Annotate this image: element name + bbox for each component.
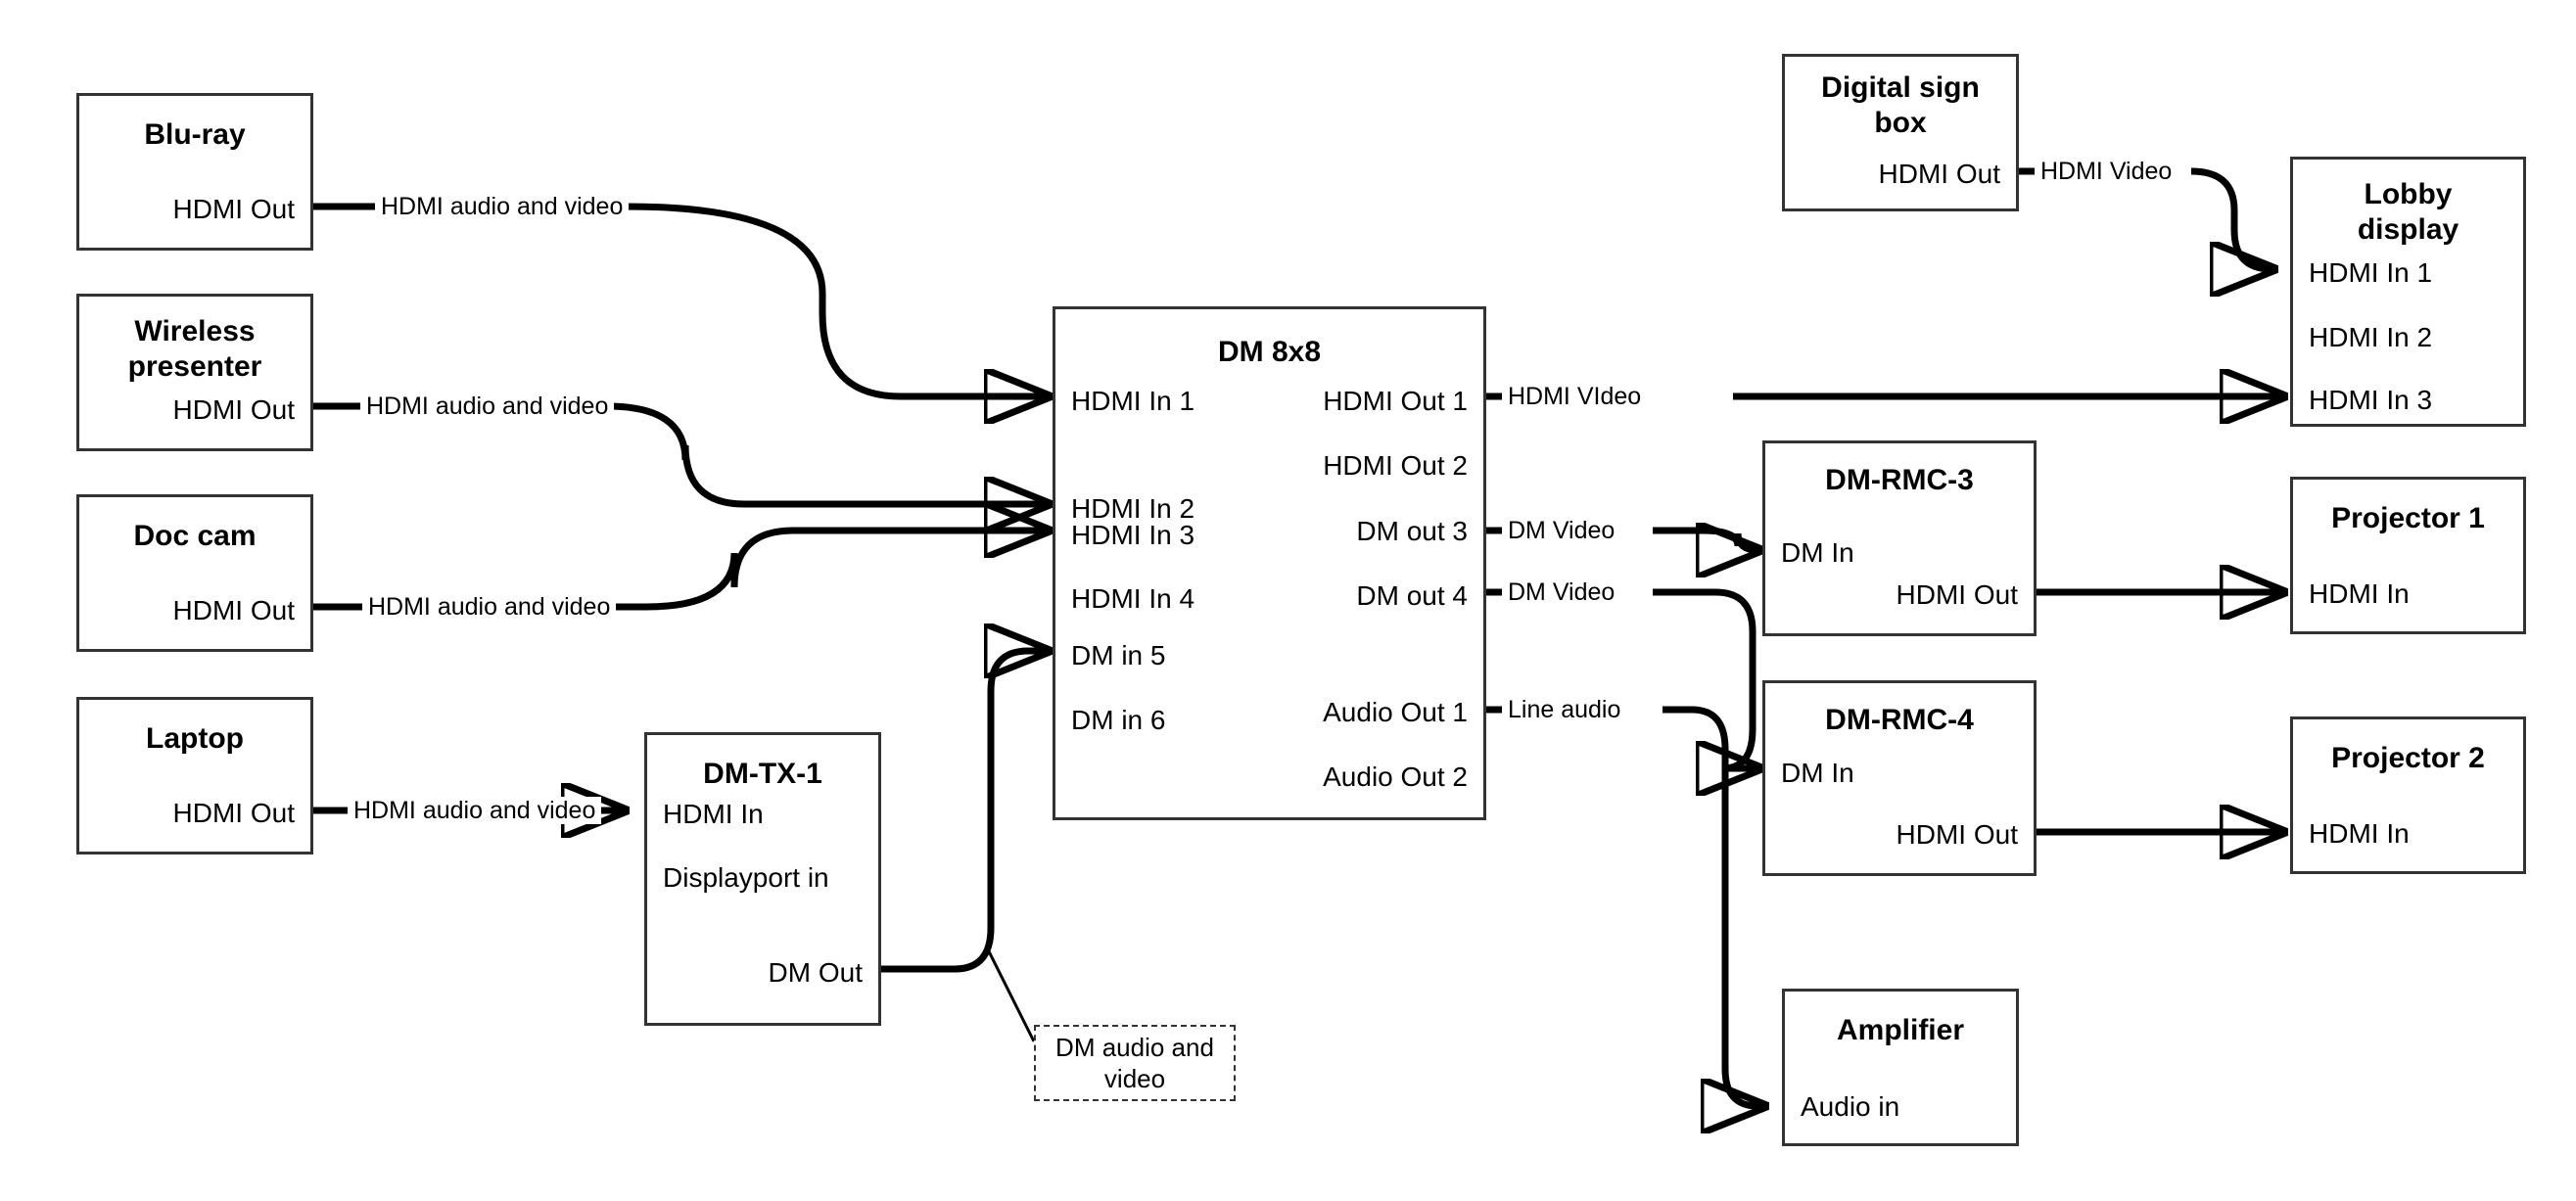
node-bluray-port-hdmi-out: HDMI Out [172,194,295,224]
node-wireless-presenter-title-line2: presenter [127,350,262,383]
node-dm-8x8-port-hdmi-in-4: HDMI In 4 [1071,583,1195,614]
node-projector-1[interactable]: Projector 1 HDMI In [2290,477,2526,634]
node-dm-tx-1-port-dm-out: DM Out [768,957,863,988]
node-amplifier-port-audio-in: Audio in [1801,1091,1900,1122]
node-dm-8x8-title: DM 8x8 [1217,336,1322,368]
node-laptop-port-hdmi-out: HDMI Out [172,798,295,828]
node-dm-rmc-3-port-dm-in: DM In [1781,537,1854,568]
node-dm-8x8-port-hdmi-in-2: HDMI In 2 [1071,493,1195,524]
wire-digitalsign-to-lobby-in1 [2019,167,2272,269]
node-dm-8x8-port-audio-out-2: Audio Out 2 [1323,762,1468,792]
wire-dm-out4-to-rmc4 [1486,588,1757,768]
edge-label-dm-hdmiout1-to-lobby: HDMI VIdeo [1502,383,1648,410]
node-amplifier-title: Amplifier [1836,1014,1965,1046]
node-dm-rmc-4-title: DM-RMC-4 [1825,704,1974,736]
node-dm-8x8-port-dm-in-6: DM in 6 [1071,705,1166,735]
edge-label-dm-audio1-to-amp: Line audio [1502,696,1627,723]
node-dm-8x8-port-dm-in-5: DM in 5 [1071,640,1166,670]
node-dm-rmc-3-title: DM-RMC-3 [1825,464,1974,496]
node-dm-8x8-port-hdmi-out-1: HDMI Out 1 [1323,386,1468,416]
node-dm-8x8-port-audio-out-1: Audio Out 1 [1323,697,1468,727]
node-dm-tx-1-title: DM-TX-1 [703,758,822,790]
node-bluray[interactable]: Blu-ray HDMI Out [76,93,313,251]
node-lobby-display[interactable]: Lobby display HDMI In 1 HDMI In 2 HDMI I… [2290,157,2526,427]
edge-label-dm-out3-to-rmc3: DM Video [1502,517,1621,544]
node-wireless-presenter[interactable]: Wireless presenter HDMI Out [76,294,313,451]
node-doc-cam[interactable]: Doc cam HDMI Out [76,494,313,652]
edge-label-digitalsign-to-lobby: HDMI Video [2035,158,2178,185]
annotation-dm-audio-and-video-text: DM audio and video [1055,1033,1214,1093]
node-projector-2[interactable]: Projector 2 HDMI In [2290,716,2526,874]
node-dm-rmc-4-port-hdmi-out: HDMI Out [1896,819,2018,850]
node-lobby-display-port-hdmi-in-2: HDMI In 2 [2309,322,2433,352]
node-dm-tx-1-port-hdmi-in: HDMI In [663,799,764,829]
node-dm-rmc-4[interactable]: DM-RMC-4 DM In HDMI Out [1762,680,2037,876]
node-dm-rmc-4-port-dm-in: DM In [1781,758,1854,788]
node-dm-tx-1[interactable]: DM-TX-1 HDMI In Displayport in DM Out [644,732,881,1026]
node-dm-rmc-3[interactable]: DM-RMC-3 DM In HDMI Out [1762,440,2037,636]
edge-label-bluray-to-dm: HDMI audio and video [375,193,630,220]
node-projector-2-port-hdmi-in: HDMI In [2309,818,2410,849]
node-bluray-title: Blu-ray [144,118,246,151]
node-laptop-title: Laptop [146,722,244,755]
edge-label-doccam-to-dm: HDMI audio and video [362,593,617,621]
wire-bluray-to-dm-in1 [313,203,1046,396]
node-wireless-presenter-title-line1: Wireless [134,315,256,347]
leader-line-dm-audio-video [987,950,1036,1042]
node-dm-8x8-port-hdmi-in-3: HDMI In 3 [1071,520,1195,550]
node-dm-rmc-3-port-hdmi-out: HDMI Out [1896,579,2018,610]
node-digital-sign-box-title-line1: Digital sign [1821,71,1980,104]
edge-label-wireless-to-dm: HDMI audio and video [360,393,615,420]
annotation-dm-audio-and-video: DM audio and video [1034,1025,1236,1101]
node-dm-8x8-port-dm-out-4: DM out 4 [1356,580,1468,611]
node-dm-tx-1-port-displayport-in: Displayport in [663,862,829,893]
wire-wireless-to-dm-in2 [313,402,1046,504]
wire-dmtx1-to-dm-in5 [881,651,1046,973]
node-dm-8x8-port-hdmi-out-2: HDMI Out 2 [1323,450,1468,481]
node-projector-1-title: Projector 1 [2331,502,2485,534]
edge-label-laptop-to-dmtx1: HDMI audio and video [348,797,602,824]
node-lobby-display-port-hdmi-in-1: HDMI In 1 [2309,257,2433,288]
node-laptop[interactable]: Laptop HDMI Out [76,697,313,855]
node-digital-sign-box-title-line2: box [1874,107,1927,139]
node-dm-8x8-port-dm-out-3: DM out 3 [1356,516,1468,546]
node-lobby-display-title-line1: Lobby [2364,178,2453,210]
node-digital-sign-box[interactable]: Digital sign box HDMI Out [1782,54,2019,211]
node-wireless-presenter-port-hdmi-out: HDMI Out [172,394,295,425]
node-projector-2-title: Projector 2 [2331,742,2485,774]
wire-dm-audioout1-to-amplifier [1486,706,1762,1106]
node-dm-8x8-port-hdmi-in-1: HDMI In 1 [1071,386,1195,416]
node-dm-8x8[interactable]: DM 8x8 HDMI In 1 HDMI In 2 HDMI In 3 HDM… [1053,306,1486,820]
node-digital-sign-box-port-hdmi-out: HDMI Out [1878,159,2000,189]
node-amplifier[interactable]: Amplifier Audio in [1782,989,2019,1146]
edge-label-dm-out4-to-rmc4: DM Video [1502,578,1621,606]
node-doc-cam-title: Doc cam [133,520,257,552]
node-doc-cam-port-hdmi-out: HDMI Out [172,595,295,625]
node-lobby-display-title-line2: display [2357,213,2459,246]
node-projector-1-port-hdmi-in: HDMI In [2309,578,2410,609]
node-lobby-display-port-hdmi-in-3: HDMI In 3 [2309,385,2433,415]
